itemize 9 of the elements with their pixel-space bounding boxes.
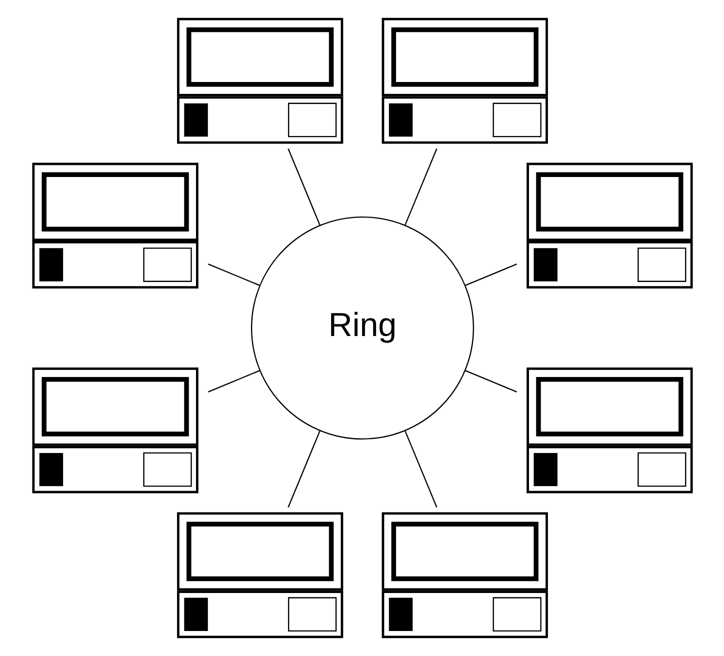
connector [287,430,320,508]
node-circle: Ring [250,216,474,440]
connector [404,148,437,226]
connector [464,370,517,392]
connector [207,264,260,286]
connector [287,148,320,226]
connector [464,264,517,286]
connector [207,370,260,392]
connector [404,430,437,508]
